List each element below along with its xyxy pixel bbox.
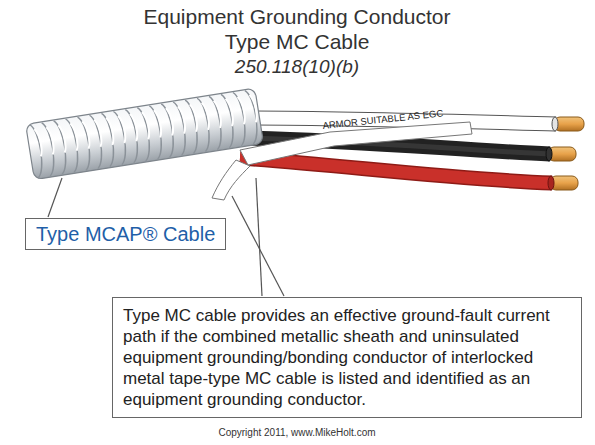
armor-band — [245, 90, 260, 144]
armor-band — [30, 124, 45, 178]
armor-band — [197, 97, 212, 151]
leader-line — [232, 196, 284, 296]
armor-band — [101, 112, 116, 166]
armor-band — [54, 120, 69, 174]
armor-highlight — [106, 117, 114, 145]
cable-type-box: Type MCAP® Cable — [25, 218, 226, 250]
copyright-note: Copyright 2011, www.MikeHolt.com — [127, 427, 467, 438]
red-conductor-outline — [240, 158, 552, 183]
armor-band — [233, 91, 248, 145]
leader-line — [48, 178, 62, 217]
armor-band — [113, 110, 128, 164]
armor-highlight — [46, 126, 54, 154]
armor-highlight — [214, 100, 222, 128]
note-box: Type MC cable provides an effective grou… — [112, 297, 582, 418]
armor-band — [161, 103, 176, 157]
armor-band — [137, 107, 152, 161]
marking-tape — [240, 122, 472, 165]
armor-band — [185, 99, 200, 153]
armor-highlight — [130, 113, 138, 141]
armor-highlight — [118, 115, 126, 143]
diagram-title: Equipment Grounding Conductor Type MC Ca… — [127, 4, 467, 54]
armor-band — [173, 101, 188, 155]
insulation-end — [548, 176, 554, 190]
bonding-strip — [212, 160, 250, 200]
armor-band — [149, 105, 164, 159]
red-conductor — [240, 158, 552, 183]
armor-band — [209, 95, 224, 149]
armor-highlight — [154, 109, 162, 137]
box-text: Type MCAP® Cable — [36, 222, 215, 246]
armor-highlight — [238, 96, 246, 124]
armor-highlight — [94, 119, 102, 147]
armor-highlight — [70, 123, 78, 151]
armor-highlight — [226, 98, 234, 126]
armor-band — [89, 114, 104, 168]
armor-band — [78, 116, 93, 170]
armor-highlight — [58, 125, 66, 153]
insulation-end — [546, 147, 552, 161]
armor-highlight — [202, 102, 210, 130]
armor-band — [221, 93, 236, 147]
insulation-end — [552, 117, 558, 131]
armor-highlight — [190, 104, 198, 132]
box-text: Type MC cable provides an effective grou… — [123, 305, 571, 410]
armor-highlight — [250, 94, 258, 122]
code-reference: 250.118(10)(b) — [127, 56, 467, 78]
leader-line — [256, 178, 262, 296]
armor-highlight — [166, 108, 174, 136]
armor-highlight — [34, 128, 42, 156]
armor-band — [42, 122, 57, 176]
armor-band — [125, 109, 140, 163]
armor-highlight — [82, 121, 90, 149]
interlocked-armor — [26, 88, 264, 180]
armor-highlight — [142, 111, 150, 139]
armor-band — [66, 118, 81, 172]
armor-highlight — [178, 106, 186, 134]
